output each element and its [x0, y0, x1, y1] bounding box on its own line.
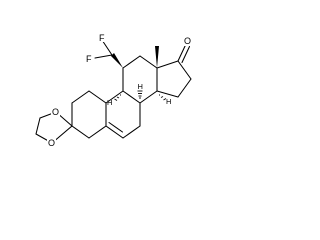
ring-c — [122, 55, 158, 104]
bond-c4-c3 — [71, 125, 90, 139]
bond-ch2-ch2 — [35, 117, 41, 135]
bond-c15-c14 — [156, 90, 179, 98]
atom-labels: F F O O O H H H — [47, 32, 192, 148]
h9-label: H — [107, 98, 112, 107]
fluorine-label-2: F — [86, 54, 92, 64]
h9-hatch — [114, 94, 121, 101]
fluorine-label-1: F — [99, 33, 105, 43]
bond-c11-c12 — [122, 55, 141, 69]
molecule-structure: F F O O O H H H — [35, 32, 192, 148]
bond-c17-o-double — [181, 45, 191, 64]
bond-c5-c4 — [88, 125, 107, 139]
h14-hatch — [159, 94, 167, 101]
bond-c9-c8 — [122, 90, 141, 104]
ketone-oxygen-label: O — [184, 36, 191, 46]
difluoromethyl-group — [94, 39, 123, 68]
bond-cf-1 — [101, 39, 113, 56]
bond-c5-c6-double — [108, 121, 124, 133]
ketal-oxygen-label-1: O — [52, 107, 59, 117]
ketone-group — [177, 43, 191, 64]
h14-label: H — [166, 97, 171, 106]
ring-a — [71, 90, 107, 139]
bond-c7-c6 — [122, 125, 141, 139]
bond-c12-c13 — [139, 55, 158, 69]
bond-c1-c10 — [88, 90, 107, 104]
bond-c10-c9 — [105, 90, 124, 104]
bond-c16-c15 — [177, 78, 192, 98]
h8-hatch — [137, 90, 143, 99]
ring-d — [156, 60, 192, 98]
bond-c17-o — [177, 43, 187, 62]
bond-c2-c1 — [71, 90, 90, 104]
ring-b — [105, 90, 141, 139]
bond-c13-c17 — [156, 60, 179, 69]
bond-c17-c16 — [177, 60, 192, 80]
methyl-wedge — [155, 46, 159, 68]
ketal-oxygen-label-2: O — [48, 138, 55, 148]
chf2-wedge — [111, 53, 123, 68]
h8-label: H — [138, 82, 143, 91]
bond-c6-c5 — [105, 125, 124, 139]
bond-c14-c8 — [139, 90, 158, 104]
bond-cf-2 — [94, 54, 113, 59]
